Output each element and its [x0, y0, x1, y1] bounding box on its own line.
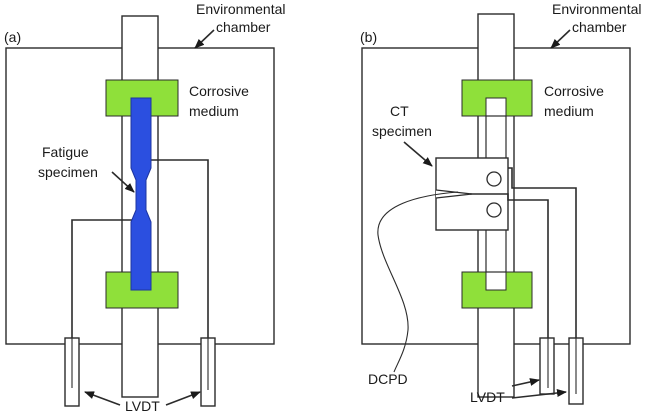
panel-a: (a) Environmental chamber Corrosive medi… — [4, 1, 286, 414]
lvdt-sensor-right-a — [200, 337, 216, 407]
medium-label-a-line1: Corrosive — [189, 83, 249, 99]
specimen-label-a-line1: Fatigue — [42, 144, 89, 160]
specimen-arrow-a — [111, 171, 135, 193]
lvdt-arrow-left-a — [84, 391, 121, 406]
chamber-label-a-line1: Environmental — [196, 1, 286, 17]
specimen-label-b-line2: specimen — [372, 123, 432, 139]
fatigue-specimen — [130, 97, 152, 291]
panel-b-label: (b) — [360, 29, 377, 45]
specimen-arrow-b — [403, 141, 433, 167]
lvdt-wire-outer-b — [508, 167, 577, 394]
chamber-label-a-line2: chamber — [216, 19, 271, 35]
medium-label-b-line1: Corrosive — [544, 83, 604, 99]
dcpd-wire — [377, 191, 459, 373]
lvdt-arrow-upper-b — [511, 378, 540, 387]
chamber-label-b-line2: chamber — [572, 19, 627, 35]
dcpd-label: DCPD — [368, 371, 408, 387]
medium-label-b-line2: medium — [544, 103, 594, 119]
chamber-label-b-line1: Environmental — [552, 1, 642, 17]
lvdt-wire-inner-b — [470, 193, 549, 388]
specimen-label-b-line1: CT — [390, 103, 409, 119]
medium-label-a-line2: medium — [189, 103, 239, 119]
lvdt-sensor-left-a — [64, 337, 80, 407]
chamber-arrow-b — [550, 29, 571, 49]
lvdt-label-b: LVDT — [470, 389, 505, 405]
lvdt-label-a: LVDT — [125, 398, 160, 414]
lvdt-sensor-outer-b — [568, 337, 584, 405]
panel-a-label: (a) — [4, 29, 21, 45]
lvdt-wire-left-a — [71, 219, 136, 388]
lvdt-arrow-lower-b — [511, 389, 567, 399]
lvdt-arrow-right-a — [165, 391, 201, 406]
lvdt-wire-right-a — [144, 159, 209, 390]
chamber-arrow-a — [194, 29, 215, 49]
panel-b: (b) En — [360, 1, 642, 405]
specimen-label-a-line2: specimen — [38, 164, 98, 180]
lvdt-sensor-inner-b — [539, 337, 555, 395]
